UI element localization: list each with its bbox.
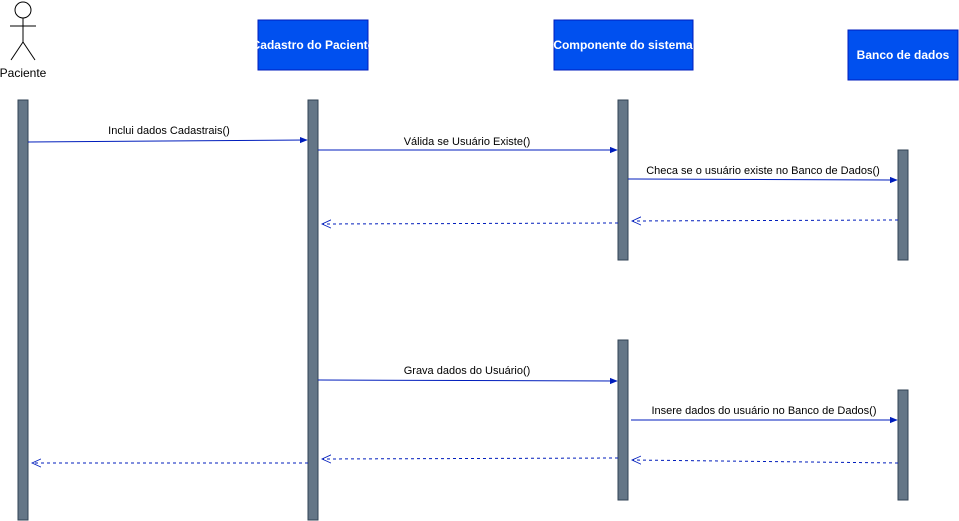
activation-banco-2[interactable] [897, 389, 909, 501]
participant-componente[interactable]: Componente do sistema [553, 19, 694, 71]
activation-banco-1[interactable] [897, 149, 909, 261]
activation-cadastro[interactable] [307, 99, 319, 521]
return-componente-to-cadastro-1[interactable] [322, 223, 619, 224]
message-valida-usuario[interactable]: Válida se Usuário Existe() [318, 136, 618, 154]
participant-box [257, 19, 369, 71]
participant-box [553, 19, 694, 71]
message-label: Checa se o usuário existe no Banco de Da… [646, 165, 880, 177]
participant-label: Banco de dados [857, 48, 950, 62]
activation-paciente[interactable] [17, 99, 29, 521]
return-banco-to-componente-2[interactable] [632, 460, 899, 463]
participant-label: Cadastro do Paciente [252, 38, 375, 52]
participant-banco[interactable]: Banco de dados [847, 29, 959, 81]
message-label: Inclui dados Cadastrais() [108, 125, 230, 137]
message-label: Grava dados do Usuário() [404, 365, 531, 377]
participant-label: Componente do sistema [553, 38, 693, 52]
participant-box [847, 29, 959, 81]
return-componente-to-cadastro-2[interactable] [322, 458, 619, 459]
message-arrow [627, 176, 898, 184]
return-banco-to-componente-1[interactable] [632, 220, 899, 221]
message-label: Insere dados do usuário no Banco de Dado… [651, 405, 876, 417]
message-label: Válida se Usuário Existe() [404, 136, 531, 148]
message-arrow [317, 377, 618, 385]
actor-leg-right [22, 41, 36, 61]
message-arrow [27, 136, 308, 144]
message-insere-dados[interactable]: Insere dados do usuário no Banco de Dado… [631, 405, 898, 424]
message-inclui-dados[interactable]: Inclui dados Cadastrais() [27, 125, 308, 144]
actor-head [14, 1, 32, 19]
activation-componente-1[interactable] [617, 99, 629, 261]
actor-paciente[interactable]: Paciente [0, 1, 47, 80]
actor-label: Paciente [0, 66, 47, 80]
message-checa-usuario[interactable]: Checa se o usuário existe no Banco de Da… [627, 165, 898, 184]
message-grava-dados[interactable]: Grava dados do Usuário() [317, 365, 618, 385]
participant-cadastro[interactable]: Cadastro do Paciente [252, 19, 375, 71]
activation-componente-2[interactable] [617, 339, 629, 501]
actor-leg-left [10, 41, 24, 61]
